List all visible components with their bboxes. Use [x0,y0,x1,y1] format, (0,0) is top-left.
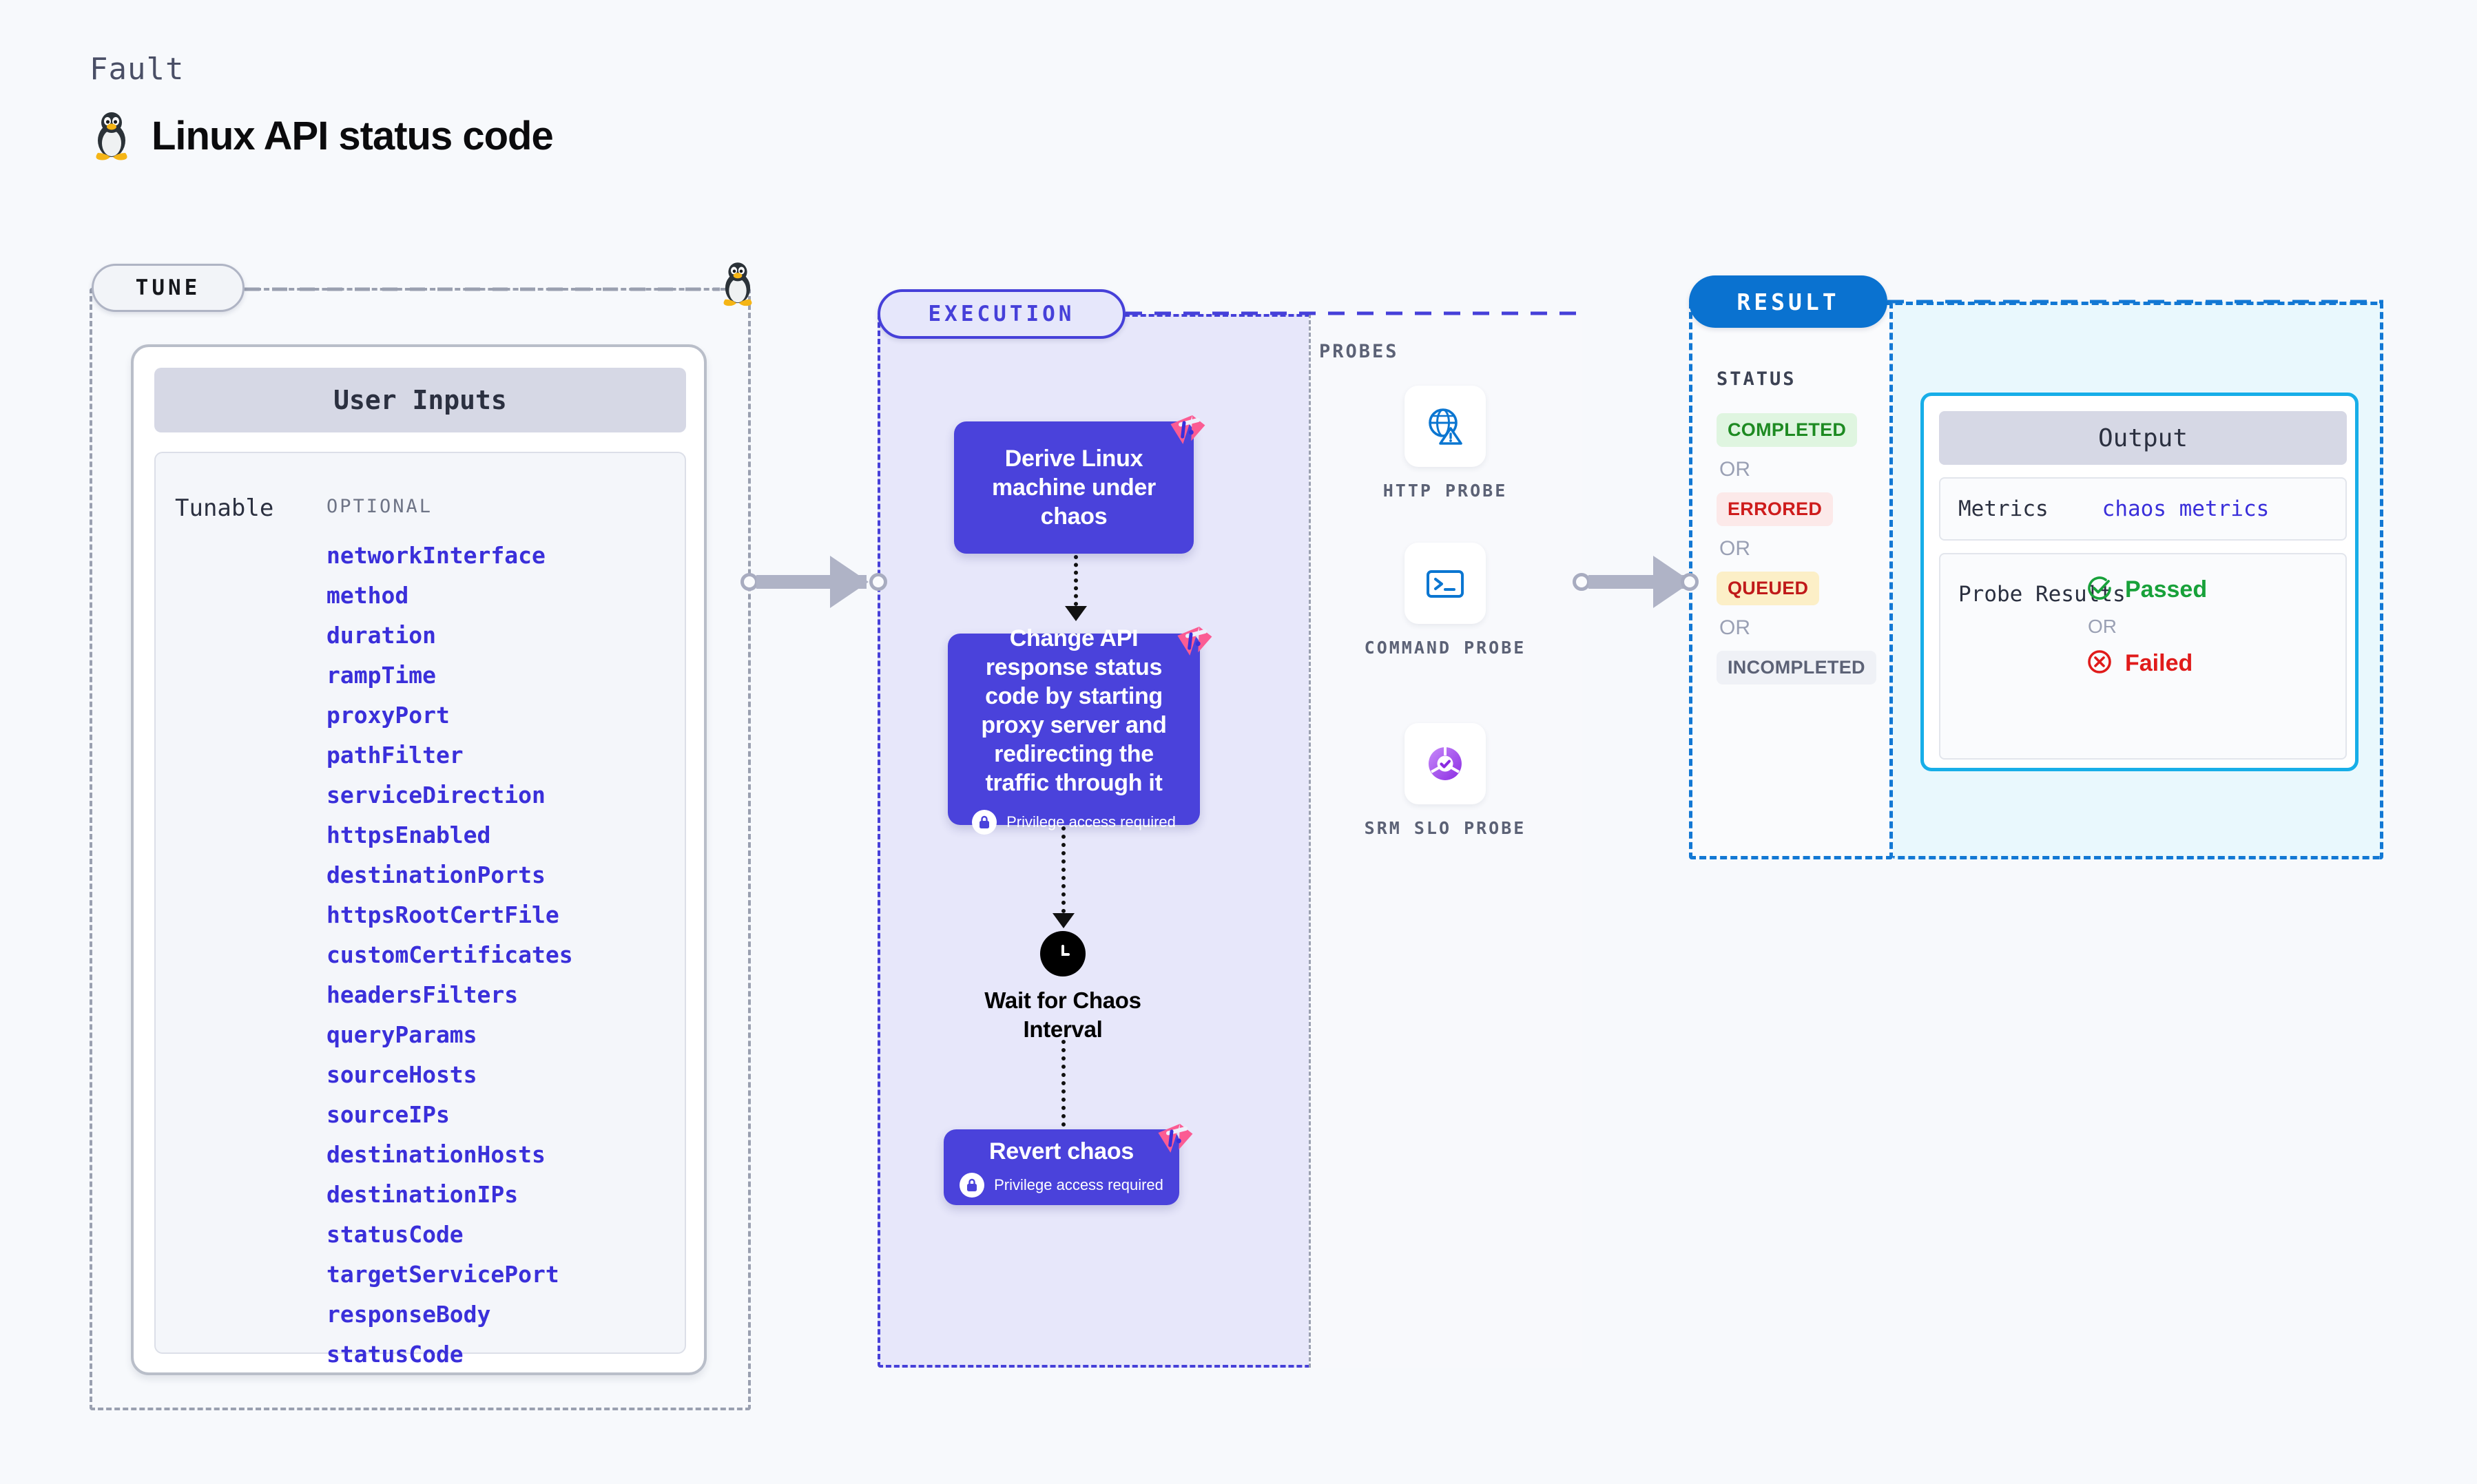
privilege-badge: Privilege access required [972,810,1176,835]
user-inputs-header: User Inputs [154,368,686,432]
optional-group-label: OPTIONAL [327,496,433,517]
tunable-list: networkInterface method duration rampTim… [327,536,573,1375]
slo-donut-check-icon [1405,723,1486,804]
tune-section-pill[interactable]: TUNE [92,264,245,312]
status-or-label: OR [1719,458,1750,481]
x-circle-icon [2085,647,2114,680]
tunable-item[interactable]: targetServicePort [327,1261,559,1288]
tunable-item[interactable]: networkInterface [327,542,546,569]
status-title: STATUS [1717,368,1796,390]
tux-penguin-icon [90,110,134,161]
user-inputs-card: User Inputs Tunable OPTIONAL networkInte… [131,344,707,1375]
globe-warning-icon [1405,386,1486,467]
tunable-item[interactable]: duration [327,622,436,649]
metrics-value[interactable]: chaos metrics [2102,497,2270,521]
tunable-item[interactable]: statusCode [327,1221,464,1248]
tunable-item[interactable]: rampTime [327,662,436,689]
execution-step-revert-chaos[interactable]: Revert chaos Privilege access required [944,1129,1179,1205]
status-badge-incompleted: INCOMPLETED [1717,651,1876,684]
tunable-item[interactable]: httpsEnabled [327,822,491,848]
tunable-item[interactable]: pathFilter [327,742,464,769]
execution-step-text: Revert chaos [989,1138,1134,1164]
tune-dashed-connector [245,287,720,291]
status-list: COMPLETED OR ERRORED OR QUEUED OR INCOMP… [1717,413,1876,684]
wait-for-chaos-interval-node: Wait for Chaos Interval [977,931,1149,1044]
probe-label: COMMAND PROBE [1364,638,1526,658]
probe-result-failed-label: Failed [2125,650,2193,676]
output-card: Output Metrics chaos metrics Probe Resul… [1920,393,2359,771]
result-dashed-connector [1887,300,2383,304]
status-or-label: OR [1719,537,1750,560]
privilege-text: Privilege access required [994,1176,1163,1193]
probes-title: PROBES [1319,341,1399,362]
probe-result-passed: Passed [2085,574,2207,606]
tunable-group-box: Tunable OPTIONAL networkInterface method… [154,452,686,1368]
probes-subsection-container [1309,314,1582,1368]
lock-icon [972,810,997,835]
privilege-text: Privilege access required [1006,813,1176,830]
execution-step-text: Derive Linux machine under chaos [992,446,1156,530]
tunable-item[interactable]: headersFilters [327,981,519,1008]
tunable-item[interactable]: httpsRootCertFile [327,901,559,928]
page-title: Linux API status code [152,113,554,158]
probe-label: HTTP PROBE [1382,481,1508,501]
probe-results-values: Passed OR Failed [2085,574,2207,680]
tunable-item[interactable]: queryParams [327,1021,477,1048]
privilege-badge: Privilege access required [960,1173,1163,1198]
tunable-item[interactable]: statusCode [327,1341,464,1368]
wait-node-label: Wait for Chaos Interval [984,987,1141,1042]
execution-section-pill[interactable]: EXECUTION [878,289,1126,339]
metrics-label: Metrics [1958,497,2049,521]
probe-result-failed: Failed [2085,647,2207,680]
execution-step-text: Change API response status code by start… [981,625,1167,796]
status-badge-errored: ERRORED [1717,492,1834,526]
tunable-item[interactable]: customCertificates [327,941,573,968]
page-title-row: Linux API status code [90,110,554,161]
output-header: Output [1939,411,2347,465]
probe-http[interactable]: HTTP PROBE [1359,386,1531,503]
tunable-item[interactable]: destinationPorts [327,861,546,888]
probe-result-passed-label: Passed [2125,576,2208,603]
execution-step-change-status-code[interactable]: Change API response status code by start… [948,625,1200,835]
status-badge-queued: QUEUED [1717,572,1820,605]
result-section-pill[interactable]: RESULT [1689,275,1887,328]
terminal-icon [1405,543,1486,624]
tunable-item[interactable]: method [327,582,409,609]
tunable-item[interactable]: sourceIPs [327,1101,450,1128]
probe-results-row: Probe Results Passed OR [1939,553,2347,760]
probe-command[interactable]: COMMAND PROBE [1359,543,1531,660]
tunable-item[interactable]: serviceDirection [327,782,546,808]
execution-dashed-connector [1126,311,1580,315]
status-or-label: OR [1719,616,1750,639]
execution-step-derive-machine[interactable]: Derive Linux machine under chaos [954,421,1194,554]
status-badge-completed: COMPLETED [1717,413,1858,447]
tunable-row-label: Tunable [175,494,274,522]
tunable-item[interactable]: destinationIPs [327,1181,519,1208]
check-circle-icon [2085,574,2114,606]
tunable-item[interactable]: responseBody [327,1301,491,1328]
probe-srm-slo[interactable]: SRM SLO PROBE [1359,723,1531,840]
probe-results-label: Probe Results [1958,582,2126,607]
probe-result-or-label: OR [2088,616,2117,637]
lock-icon [960,1173,985,1198]
tunable-item[interactable]: sourceHosts [327,1061,477,1088]
page-kicker: Fault [90,52,185,87]
tunable-item[interactable]: proxyPort [327,702,450,729]
tunable-item[interactable]: destinationHosts [327,1141,546,1168]
probe-label: SRM SLO PROBE [1364,818,1526,838]
tux-penguin-icon [718,260,758,311]
metrics-row: Metrics chaos metrics [1939,477,2347,541]
clock-icon [1040,931,1086,976]
